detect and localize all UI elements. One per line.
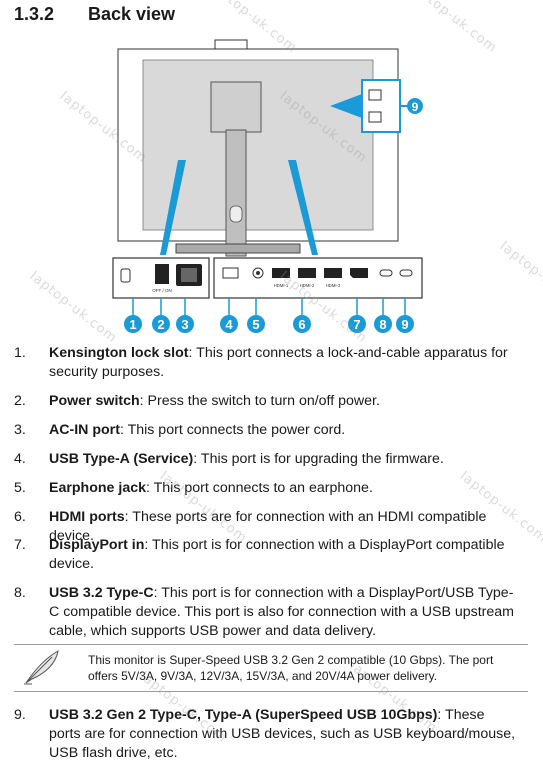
section-title: Back view [88, 4, 176, 24]
svg-text:3: 3 [181, 317, 188, 332]
kensington-slot [120, 268, 131, 283]
svg-text:8: 8 [379, 317, 386, 332]
power-switch [155, 264, 169, 284]
list-item-description: : This port is for upgrading the firmwar… [193, 451, 444, 467]
svg-text:5: 5 [252, 317, 259, 332]
hdmi-label-3: HDMI-3 [326, 283, 341, 288]
list-item-term: AC-IN port [49, 422, 120, 438]
top-usb-a-port [368, 89, 382, 101]
list-item-term: HDMI ports [49, 509, 125, 525]
back-view-figure: 9 OFF / ON HDMI-1 HDMI-2 HDMI-3 1 2 3 [0, 30, 543, 340]
stand-neck [225, 129, 247, 257]
list-item-text: Earphone jack: This port connects to an … [49, 479, 519, 498]
callout-2: 2 [152, 298, 170, 333]
list-item-term: USB 3.2 Gen 2 Type-C, Type-A (SuperSpeed… [49, 707, 438, 723]
list-item-description: : This port connects to an earphone. [146, 480, 373, 496]
svg-text:9: 9 [401, 317, 408, 332]
list-item-term: DisplayPort in [49, 537, 145, 553]
list-item-description: : This port is for connection with a Dis… [49, 585, 514, 639]
top-usb-a-port-2 [368, 111, 382, 123]
stand-neck-top [210, 81, 262, 133]
list-item-text: Kensington lock slot: This port connects… [49, 344, 519, 382]
note-box: This monitor is Super-Speed USB 3.2 Gen … [14, 644, 528, 692]
svg-text:6: 6 [298, 317, 305, 332]
svg-text:1: 1 [129, 317, 136, 332]
list-item-description: : Press the switch to turn on/off power. [139, 393, 380, 409]
callout-7: 7 [348, 298, 366, 333]
usb-a-service-port [222, 267, 239, 279]
connector-left [160, 160, 186, 255]
list-item-term: Power switch [49, 393, 140, 409]
hdmi-port-1 [272, 268, 290, 278]
list-item-text: USB 3.2 Type-C: This port is for connect… [49, 584, 519, 641]
list-item-number: 1. [14, 345, 26, 361]
usb-c-port-2 [399, 269, 413, 277]
list-item-description: : This port connects the power cord. [119, 422, 346, 438]
list-item-number: 7. [14, 537, 26, 553]
monitor-back-diagram: 9 OFF / ON HDMI-1 HDMI-2 HDMI-3 1 2 3 [112, 39, 423, 333]
connector-right [288, 160, 318, 255]
callout-1: 1 [124, 298, 142, 333]
list-item-number: 6. [14, 509, 26, 525]
callout-top-9: 9 [407, 98, 423, 114]
section-heading: 1.3.2 Back view [14, 4, 175, 25]
list-item-term: Earphone jack [49, 480, 146, 496]
list-item-number: 4. [14, 451, 26, 467]
list-item-text: Power switch: Press the switch to turn o… [49, 392, 519, 411]
list-item-text: DisplayPort in: This port is for connect… [49, 536, 519, 574]
hdmi-label-2: HDMI-2 [300, 283, 315, 288]
list-item-number: 3. [14, 422, 26, 438]
list-item-term: Kensington lock slot [49, 345, 189, 361]
list-item-text: USB 3.2 Gen 2 Type-C, Type-A (SuperSpeed… [49, 706, 519, 763]
list-item-text: AC-IN port: This port connects the power… [49, 421, 519, 440]
callout-9: 9 [396, 298, 414, 333]
hdmi-port-3 [324, 268, 342, 278]
svg-text:2: 2 [157, 317, 164, 332]
switch-label: OFF / ON [152, 288, 172, 293]
svg-text:7: 7 [353, 317, 360, 332]
list-item-number: 8. [14, 585, 26, 601]
top-usb-pointer [330, 94, 362, 118]
callout-6: 6 [293, 298, 311, 333]
usb-c-port [379, 269, 393, 277]
list-item-description: : This port is for connection with a Dis… [49, 537, 505, 572]
callout-4: 4 [220, 298, 238, 333]
list-item-text: HDMI ports: These ports are for connecti… [49, 508, 519, 546]
list-item-description: : This port connects a lock-and-cable ap… [49, 345, 508, 380]
callout-3: 3 [176, 298, 194, 333]
list-item-description: : These ports are for connection with US… [49, 707, 516, 761]
stand-cable-hole [229, 205, 243, 223]
list-item-number: 9. [14, 707, 26, 723]
section-number: 1.3.2 [14, 4, 55, 24]
note-text: This monitor is Super-Speed USB 3.2 Gen … [88, 653, 494, 683]
displayport-port [350, 268, 368, 278]
list-item-term: USB Type-A (Service) [49, 451, 194, 467]
list-item-number: 5. [14, 480, 26, 496]
stand-base [175, 243, 301, 254]
list-item-term: USB 3.2 Type-C [49, 585, 154, 601]
svg-text:9: 9 [412, 100, 419, 114]
hdmi-port-2 [298, 268, 316, 278]
top-usb-box [361, 79, 401, 133]
list-item-number: 2. [14, 393, 26, 409]
callout-5: 5 [247, 298, 265, 333]
hdmi-label-1: HDMI-1 [274, 283, 289, 288]
port-panel-right [213, 257, 423, 299]
list-item-text: USB Type-A (Service): This port is for u… [49, 450, 519, 469]
list-item-description: : These ports are for connection with an… [49, 509, 487, 544]
callout-8: 8 [374, 298, 392, 333]
svg-text:4: 4 [225, 317, 233, 332]
feather-pen-icon [24, 650, 59, 685]
